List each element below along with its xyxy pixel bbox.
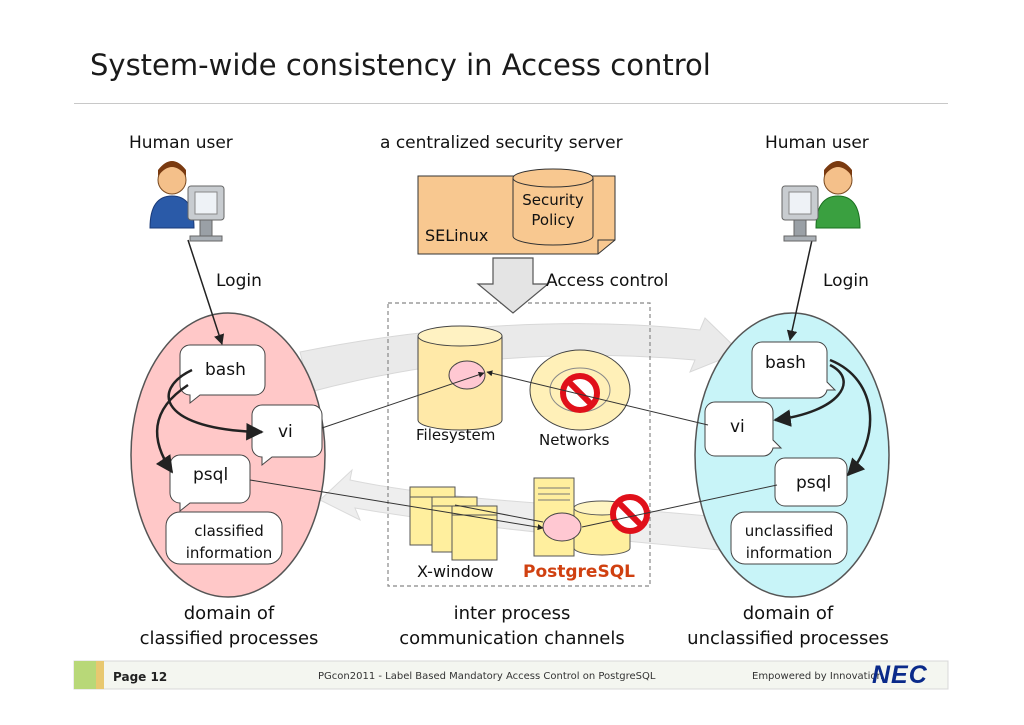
xwindow-label: X-window bbox=[417, 562, 494, 581]
selinux-label: SELinux bbox=[425, 226, 489, 245]
ipc-label-2: communication channels bbox=[399, 628, 625, 649]
left-psql-label: psql bbox=[193, 465, 229, 485]
rvi-to-filesystem-line bbox=[486, 370, 709, 426]
deny-postgresql-icon bbox=[610, 494, 650, 534]
footer-text: PGcon2011 - Label Based Mandatory Access… bbox=[318, 671, 656, 682]
right-login-arrow bbox=[786, 239, 813, 342]
vi-to-filesystem-line bbox=[321, 371, 485, 429]
footer-tagline: Empowered by Innovation bbox=[752, 671, 883, 682]
right-info-label-1: unclassified bbox=[744, 522, 834, 540]
page-title: System-wide consistency in Access contro… bbox=[90, 48, 711, 82]
xwindow-icon bbox=[409, 486, 498, 561]
ipc-region bbox=[387, 302, 651, 587]
right-vi-label: vi bbox=[730, 417, 745, 437]
right-bash-label: bash bbox=[765, 353, 806, 373]
ipc-ribbon-top bbox=[299, 317, 741, 393]
footer-bar bbox=[73, 660, 949, 690]
left-human-user-icon bbox=[149, 161, 225, 242]
right-psql-label: psql bbox=[796, 473, 832, 493]
xwindow-to-postgres-line bbox=[454, 504, 544, 523]
lpsql-to-postgres-line bbox=[249, 479, 544, 531]
right-user-label: Human user bbox=[765, 133, 869, 153]
page-number: Page 12 bbox=[113, 670, 168, 684]
policy-database-icon bbox=[512, 168, 594, 246]
networks-label: Networks bbox=[539, 431, 610, 449]
right-psql-bubble bbox=[774, 457, 848, 507]
right-human-user-icon bbox=[781, 161, 861, 242]
left-vi-bubble bbox=[251, 404, 323, 467]
right-domain-label-2: unclassified processes bbox=[687, 628, 889, 649]
left-login-label: Login bbox=[216, 271, 262, 291]
left-user-label: Human user bbox=[129, 133, 233, 153]
deny-network-icon bbox=[560, 373, 600, 413]
access-control-label: Access control bbox=[546, 271, 669, 291]
right-bash-to-vi-arrow bbox=[773, 363, 845, 427]
left-bash-label: bash bbox=[205, 360, 246, 380]
nec-logo: NEC bbox=[872, 661, 928, 689]
policy-label-1: Security bbox=[522, 191, 584, 209]
right-vi-bubble bbox=[704, 401, 783, 457]
right-bash-to-psql-arrow bbox=[829, 358, 872, 477]
right-info-label-2: information bbox=[745, 544, 833, 562]
security-server bbox=[417, 168, 616, 255]
rpsql-to-postgres-line bbox=[581, 484, 778, 528]
right-info-bubble bbox=[730, 511, 848, 565]
right-bash-bubble bbox=[751, 341, 837, 399]
ipc-ribbon-bottom bbox=[319, 468, 746, 553]
right-login-label: Login bbox=[823, 271, 869, 291]
left-bash-to-vi-arrow bbox=[167, 368, 264, 441]
left-info-bubble bbox=[165, 511, 283, 565]
filesystem-icon bbox=[417, 325, 503, 431]
title-rule bbox=[74, 103, 948, 104]
postgresql-label: PostgreSQL bbox=[523, 562, 635, 582]
server-label: a centralized security server bbox=[380, 133, 623, 153]
footer-accent bbox=[74, 661, 96, 689]
left-info-label-1: classified bbox=[194, 522, 264, 540]
left-domain-label-1: domain of bbox=[183, 603, 275, 624]
left-bash-bubble bbox=[179, 344, 266, 405]
left-vi-label: vi bbox=[278, 422, 293, 442]
filesystem-label: Filesystem bbox=[416, 426, 496, 444]
left-login-arrow bbox=[187, 239, 225, 345]
ipc-label-1: inter process bbox=[453, 603, 571, 624]
access-control-arrow bbox=[476, 257, 550, 314]
policy-label-2: Policy bbox=[531, 211, 575, 229]
right-domain-label-1: domain of bbox=[742, 603, 834, 624]
left-bash-to-psql-arrow bbox=[155, 383, 189, 474]
left-info-label-2: information bbox=[185, 544, 273, 562]
left-domain-label-2: classified processes bbox=[139, 628, 319, 649]
